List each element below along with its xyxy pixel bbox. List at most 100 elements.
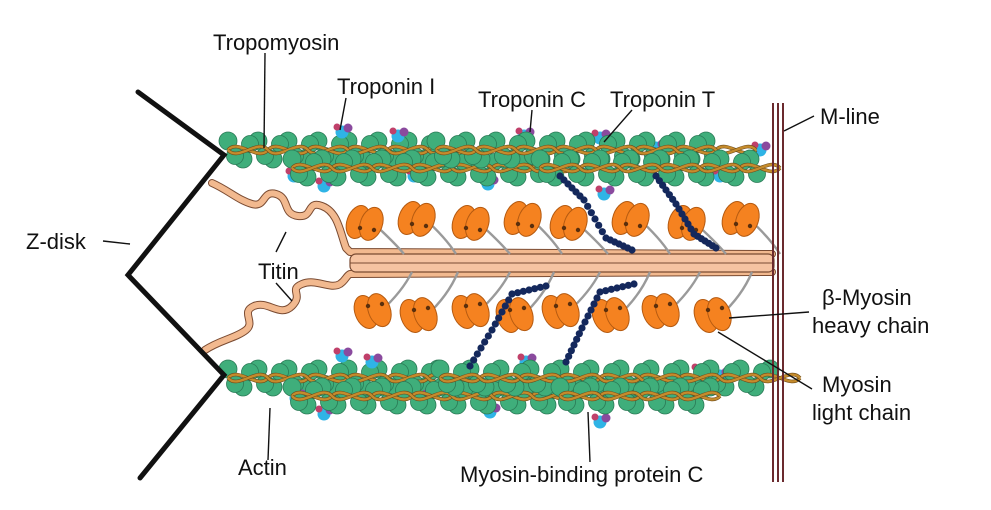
actin-monomer: [464, 147, 482, 165]
troponin-t-subunit: [315, 405, 323, 413]
leader-mybpc: [587, 411, 591, 463]
troponin-complex: [333, 123, 353, 139]
actin-filament-lower-b: [282, 377, 574, 415]
myosin-head-lobe: [654, 293, 680, 328]
leader-lines: [102, 52, 815, 463]
mybpc-bead: [542, 282, 550, 290]
mybpc-bead: [607, 285, 615, 293]
myosin-head-lobe: [554, 293, 580, 328]
myosin-light-chain-dot: [357, 225, 363, 231]
troponin-t-subunit: [591, 413, 599, 421]
troponin-c-subunit: [373, 353, 383, 363]
actin-monomer: [688, 165, 706, 183]
myosin-light-chain-dot: [667, 301, 673, 307]
troponin-t-subunit: [591, 129, 599, 137]
mybpc-bead: [491, 320, 499, 328]
label-m-line: M-line: [820, 104, 880, 129]
mybpc-bead: [567, 347, 575, 355]
actin-monomer: [320, 393, 338, 411]
titin-spring-lower: [202, 269, 775, 353]
myosin-light-chain-dot: [463, 303, 469, 309]
mybpc-bead: [581, 318, 589, 326]
myosin-light-chain-dot: [529, 223, 535, 229]
mybpc-bead: [619, 283, 627, 291]
troponin-t-subunit: [333, 123, 341, 131]
myosin-head: [451, 271, 512, 329]
myosin-head-lobe: [358, 206, 384, 241]
myosin-head-lobe: [562, 206, 588, 241]
mybpc-layer: [466, 172, 720, 370]
mybpc-bead: [562, 358, 570, 366]
mybpc-bead: [508, 290, 516, 298]
label-myosin-light-2: light chain: [812, 400, 911, 425]
myosin-light-chain-dot: [705, 307, 711, 313]
myosin-light-chain-dot: [653, 303, 659, 309]
myosin-light-chain-dot: [477, 227, 483, 233]
label-troponin-i: Troponin I: [337, 74, 435, 99]
leader-z-disk: [102, 240, 131, 245]
myosin-head-lobe: [734, 202, 760, 237]
myosin-head: [641, 271, 702, 329]
myosin-head: [541, 271, 602, 329]
myosin-light-chain-dot: [515, 221, 521, 227]
myosin-light-chain-dot: [477, 301, 483, 307]
mybpc-bead: [470, 356, 478, 364]
label-troponin-t: Troponin T: [610, 87, 715, 112]
troponin-c-subunit: [343, 123, 353, 133]
actin-monomer: [568, 165, 586, 183]
mybpc-bead: [573, 335, 581, 343]
tropomyosin-strand: [435, 145, 757, 155]
troponin-complex: [389, 127, 409, 143]
mybpc-bead: [712, 244, 720, 252]
titin-layer: [201, 179, 776, 354]
myosin-light-chain-dot: [617, 305, 623, 311]
actin-filament-lower-d: [550, 377, 722, 415]
leader-actin: [267, 407, 271, 461]
mybpc-bead: [570, 341, 578, 349]
myosin-head: [345, 205, 405, 255]
leader-troponin-i: [339, 97, 347, 131]
mybpc-bead: [580, 196, 588, 204]
myosin-light-chain-dot: [507, 307, 513, 313]
myosin-light-chain-dot: [733, 221, 739, 227]
myosin-light-chain-dot: [567, 301, 573, 307]
myosin-head: [353, 271, 414, 329]
troponin-c-subunit: [601, 413, 611, 423]
myosin-head: [503, 201, 564, 255]
myosin-light-chain-dot: [679, 225, 685, 231]
myosin-head-lobe: [508, 297, 534, 332]
mybpc-bead: [613, 284, 621, 292]
z-disk-line: [124, 89, 228, 481]
myosin-light-chain-dot: [561, 225, 567, 231]
myosin-light-chain-dot: [379, 301, 385, 307]
label-z-disk: Z-disk: [26, 229, 87, 254]
myosin-light-chain-dot: [575, 227, 581, 233]
myosin-light-chain-dot: [521, 305, 527, 311]
myosin-light-chain-dot: [463, 225, 469, 231]
label-beta-myosin-1: β-Myosin: [822, 285, 912, 310]
tropomyosin-strand: [559, 391, 721, 401]
actin-monomer: [320, 165, 338, 183]
mybpc-bead: [591, 215, 599, 223]
mybpc-bead: [584, 312, 592, 320]
tropomyosin-strand: [291, 163, 573, 173]
label-mybpc: Myosin-binding protein C: [460, 462, 703, 487]
label-tropomyosin: Tropomyosin: [213, 30, 339, 55]
titin-spring-upper: [209, 180, 775, 257]
label-titin: Titin: [258, 259, 299, 284]
myosin-head-lobe: [410, 202, 436, 237]
mybpc-bead: [536, 283, 544, 291]
label-myosin-light-1: Myosin: [822, 372, 892, 397]
myosin-light-chain-dot: [637, 223, 643, 229]
myosin-light-chain-dot: [365, 303, 371, 309]
myosin-head: [451, 205, 511, 255]
leader-titin-lower: [275, 282, 293, 302]
mybpc-bead: [587, 209, 595, 217]
mybpc-bead: [578, 324, 586, 332]
mybpc-bead: [584, 202, 592, 210]
troponin-t-subunit: [389, 127, 397, 135]
actin-monomer: [256, 147, 274, 165]
troponin-t-subunit: [595, 185, 603, 193]
mybpc-bead: [587, 306, 595, 314]
